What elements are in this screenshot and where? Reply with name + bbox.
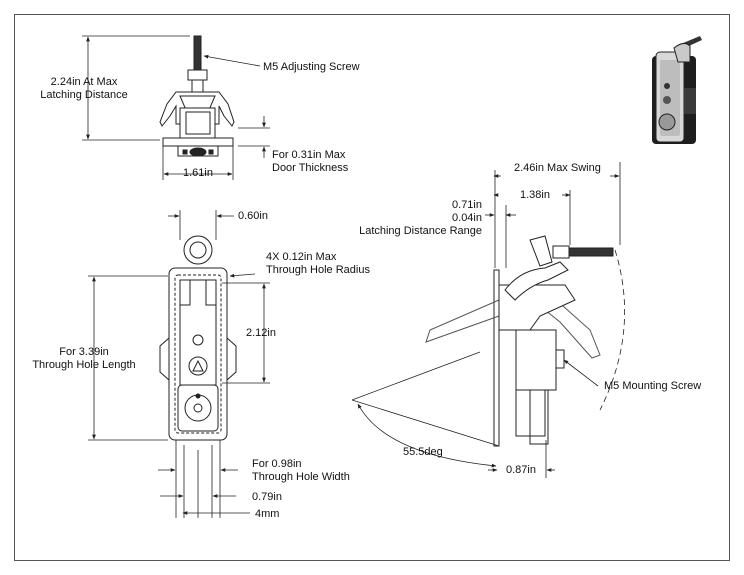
side-adjusting-screw-shape [568,247,614,257]
angle-55-5-label: 55.5deg [403,446,443,458]
adjusting-screw-shape [193,35,202,75]
dim-0-87-label: 0.87in [506,464,536,476]
latching-distance-range-label: 0.71in 0.04in Latching Distance Range [359,199,482,237]
dim-4mm-label: 4mm [255,508,280,520]
door-plate-shape [493,269,500,447]
front-view [159,235,237,441]
max-latching-distance-label: 2.24in At Max Latching Distance [40,76,128,101]
dim-2-12-label: 2.12in [246,327,276,339]
m5-adjusting-screw-label: M5 Adjusting Screw [263,61,360,73]
dim-0-79-label: 0.79in [252,491,282,503]
side-view [425,235,614,447]
product-thumbnail [652,36,702,144]
side-view-dimensions [351,162,625,478]
sheet-border [14,14,730,561]
width-1-61-label: 1.61in [183,167,213,179]
flange-shape [162,137,234,147]
through-hole-length-label: For 3.39in Through Hole Length [32,346,136,371]
front-view-dimensions [88,210,270,518]
through-hole-radius-label: 4X 0.12in Max Through Hole Radius [266,251,370,276]
top-view [159,35,235,157]
dim-1-38-label: 1.38in [520,189,550,201]
m5-mounting-screw-label: M5 Mounting Screw [604,380,702,392]
door-thickness-label: For 0.31in Max Door Thickness [272,149,349,174]
housing-shape [515,329,557,391]
max-swing-label: 2.46in Max Swing [514,162,601,174]
through-hole-width-label: For 0.98in Through Hole Width [252,458,350,483]
top-view-dimensions [82,35,270,180]
dim-0-60-label: 0.60in [238,210,268,222]
